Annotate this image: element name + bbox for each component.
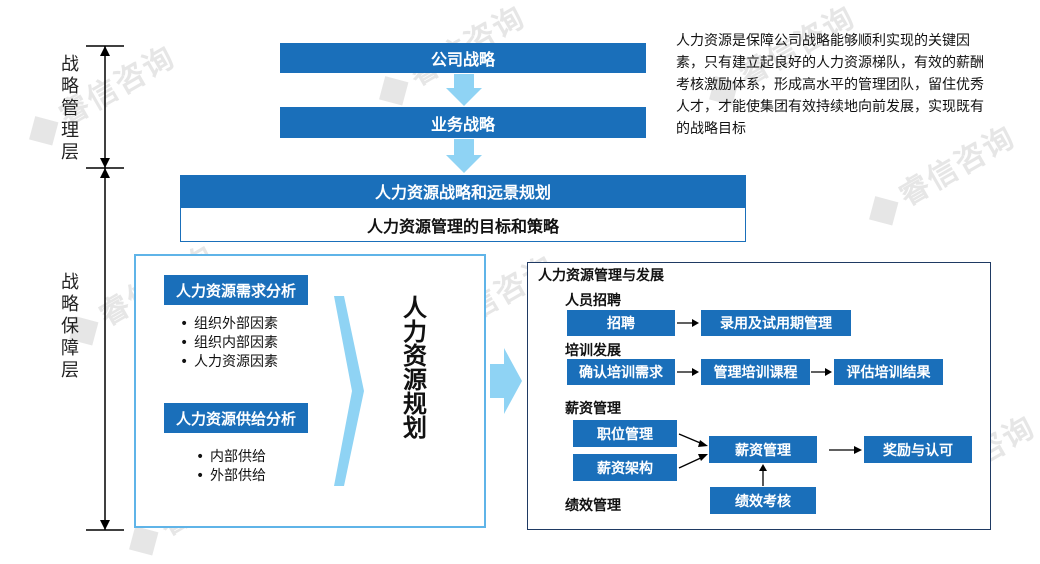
hr-goal-box: 人力资源管理的目标和策略 [180,207,746,242]
list-item: •组织内部因素 [180,335,278,351]
reward-recognition-box: 奖励与认可 [864,436,972,463]
supply-analysis-title: 人力资源供给分析 [164,403,308,433]
strategy-management-layer-label: 战略管理层 [61,54,79,163]
supply-factors-list: •内部供给 •外部供给 [196,448,266,486]
hr-management-title: 人力资源管理与发展 [538,268,664,284]
performance-label: 绩效管理 [565,498,621,514]
list-item: •外部供给 [196,468,266,484]
hr-strategy-plan-bar: 人力资源战略和远景规划 [180,175,746,207]
hr-management-frame [527,262,991,530]
watermark-logo-icon [128,525,159,556]
watermark-logo-icon [28,115,59,146]
right-arrow-icon [490,348,522,414]
business-strategy-bar: 业务战略 [280,107,646,138]
chevron-right-icon [334,296,364,486]
recruit-step: 招聘 [567,310,675,336]
list-item: •组织外部因素 [180,316,278,332]
training-course-step: 管理培训课程 [701,359,810,385]
training-label: 培训发展 [565,343,621,359]
demand-factors-list: •组织外部因素 •组织内部因素 •人力资源因素 [180,315,278,372]
training-need-step: 确认培训需求 [567,359,675,385]
down-arrow-icon [446,139,482,173]
onboarding-step: 录用及试用期管理 [701,310,851,336]
salary-label: 薪资管理 [565,401,621,417]
company-strategy-bar: 公司战略 [280,43,646,73]
salary-structure-box: 薪资架构 [573,454,677,481]
salary-management-box: 薪资管理 [709,436,817,463]
down-arrow-icon [446,74,482,106]
strategy-support-layer-label: 战略保障层 [61,272,79,381]
list-item: •内部供给 [196,449,266,465]
training-eval-step: 评估培训结果 [834,359,943,385]
watermark-logo-icon [868,195,899,226]
position-management-box: 职位管理 [573,420,677,447]
performance-review-box: 绩效考核 [710,487,816,514]
watermark-logo-icon [378,75,409,106]
flow-connectors [677,319,862,486]
demand-analysis-title: 人力资源需求分析 [164,275,308,305]
layer-axis [86,45,124,531]
recruit-label: 人员招聘 [565,293,621,309]
list-item: •人力资源因素 [180,354,278,370]
hr-planning-center-title: 人力资源规划 [403,294,427,442]
strategy-description: 人力资源是保障公司战略能够顺利实现的关键因素，只有建立起良好的人力资源梯队，有效… [676,33,984,137]
